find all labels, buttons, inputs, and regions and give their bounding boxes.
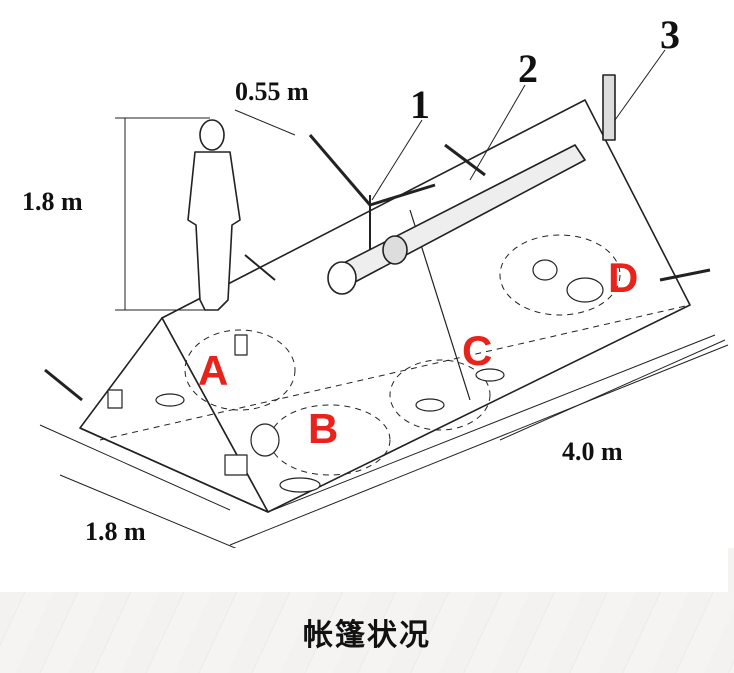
caption: 帐篷状况 xyxy=(303,618,431,653)
width-label: 1.8 m xyxy=(85,517,146,546)
person-figure xyxy=(187,119,241,311)
shoulder-width-label: 0.55 m xyxy=(235,77,309,106)
zone-c: C xyxy=(462,327,492,374)
callout-1: 1 xyxy=(410,82,430,127)
post xyxy=(602,74,616,141)
zone-a: A xyxy=(198,347,228,394)
zone-d: D xyxy=(608,254,638,301)
callout-3: 3 xyxy=(660,12,680,57)
callout-2: 2 xyxy=(518,46,538,91)
paper-background xyxy=(0,592,734,673)
ridge-pipe xyxy=(327,144,586,295)
height-label: 1.8 m xyxy=(22,187,83,216)
length-label: 4.0 m xyxy=(562,437,623,466)
tent-diagram: 0.55 m 1.8 m 4.0 m 1.8 m 1 2 3 A B C D xyxy=(0,0,734,551)
blank-strip xyxy=(0,548,728,592)
zone-b: B xyxy=(308,405,338,452)
